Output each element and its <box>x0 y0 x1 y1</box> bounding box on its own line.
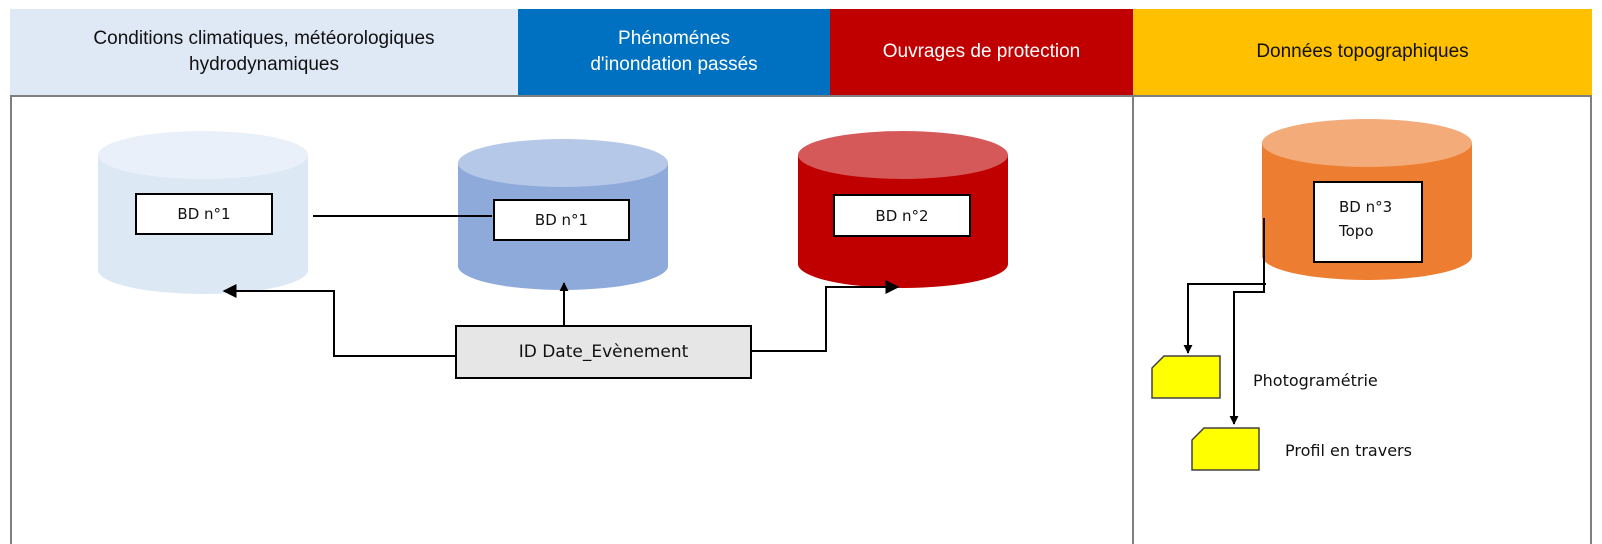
panel-right <box>1132 95 1592 544</box>
db-topo-label: BD n°3 Topo <box>1313 181 1423 263</box>
header-past-floods: Phénoménes d'inondation passés <box>518 9 830 95</box>
header-topographic-data: Données topographiques <box>1133 9 1592 95</box>
header-floods-line1: Phénoménes <box>618 28 730 49</box>
event-date-id-text: ID Date_Evènement <box>518 342 689 362</box>
arrow-key-to-climate <box>222 284 456 357</box>
db-climate-label-text: BD n°1 <box>177 205 231 223</box>
db-topo-label-line2: Topo <box>1339 222 1374 240</box>
db-protection-label-text: BD n°2 <box>875 206 929 225</box>
db-floods-label-text: BD n°1 <box>534 211 589 229</box>
photogrammetry-label: Photogramétrie <box>1253 371 1378 390</box>
header-topo-label: Données topographiques <box>1256 41 1469 62</box>
header-floods-line2: d'inondation passés <box>590 54 758 75</box>
cross-section-label: Profil en travers <box>1285 441 1412 460</box>
header-climate-conditions: Conditions climatiques, météorologiques … <box>10 9 518 95</box>
arrow-topo-to-photogrammetry <box>1183 283 1266 354</box>
header-climate-line2: hydrodynamiques <box>189 54 339 75</box>
header-protection-label: Ouvrages de protection <box>882 41 1081 62</box>
arrow-topo-to-cross-section <box>1229 218 1265 425</box>
event-date-id-box: ID Date_Evènement <box>455 325 752 379</box>
header-climate-line1: Conditions climatiques, météorologiques <box>93 28 435 49</box>
arrow-key-to-protection <box>752 280 900 352</box>
header-protection-works: Ouvrages de protection <box>830 9 1133 95</box>
document-shape-photogrammetry <box>1151 355 1221 399</box>
db-climate-label: BD n°1 <box>135 193 273 235</box>
db-floods-label: BD n°1 <box>493 199 630 241</box>
db-protection-label: BD n°2 <box>833 194 971 237</box>
document-shape-cross-section <box>1191 427 1260 471</box>
db-topo-label-line1: BD n°3 <box>1339 198 1393 216</box>
